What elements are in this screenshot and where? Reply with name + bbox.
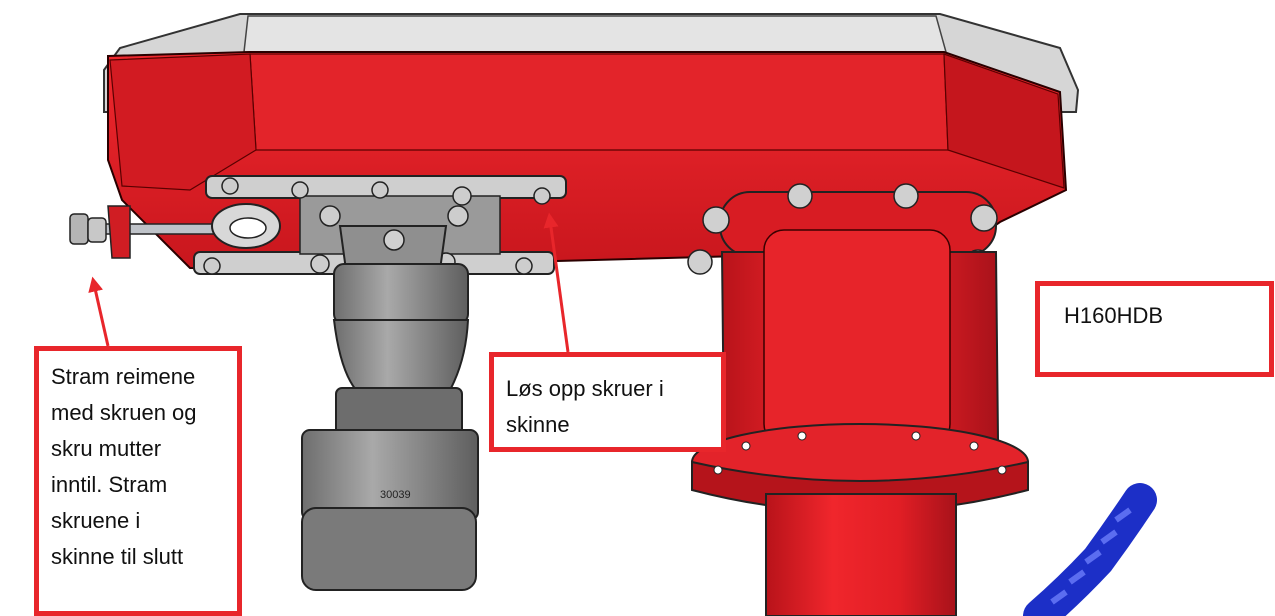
housing-side-left — [109, 53, 257, 191]
motor-coupling-bolt — [383, 229, 405, 251]
model-label: H160HDB — [1064, 303, 1164, 328]
blue-rope-strands — [1050, 507, 1132, 605]
callout-left-line-6: skinne til slutt — [51, 544, 184, 569]
tension-nut-1 — [69, 213, 89, 245]
callout-left-line-5: skruene i — [51, 508, 141, 533]
tension-bracket — [107, 205, 131, 259]
callout-left-line-1: Stram reimene — [51, 364, 196, 389]
callout-left-line-4: inntil. Stram — [51, 472, 168, 497]
tension-nut-2 — [87, 217, 107, 243]
callout-left-line-3: skru mutter — [51, 436, 162, 461]
callout-left-line-2: med skruen og — [51, 400, 197, 425]
motor-upper — [333, 263, 469, 325]
callout-loosen-rail-screws: Løs opp skruer i skinne — [489, 352, 726, 452]
callout-mid-line-1: Løs opp skruer i — [506, 376, 664, 401]
arrow-to-rail-screws — [543, 212, 570, 353]
top-cover-face — [243, 15, 947, 53]
motor-base — [301, 429, 479, 521]
part-marking: 30039 — [380, 489, 411, 501]
callout-model-label: H160HDB — [1035, 281, 1274, 377]
callout-tension-instructions: Stram reimene med skruen og skru mutter … — [34, 346, 242, 616]
motor-ports — [301, 507, 477, 591]
arrow-to-tension-screw — [88, 276, 110, 347]
output-shaft-inner — [763, 229, 951, 445]
callout-mid-line-2: skinne — [506, 412, 570, 437]
housing-side-right — [943, 53, 1065, 189]
tension-eye-hole — [229, 217, 267, 239]
output-shaft-lower — [765, 493, 957, 616]
housing-front-face — [249, 53, 949, 151]
flange-holes — [713, 431, 1007, 475]
motor-elbow — [332, 319, 470, 391]
